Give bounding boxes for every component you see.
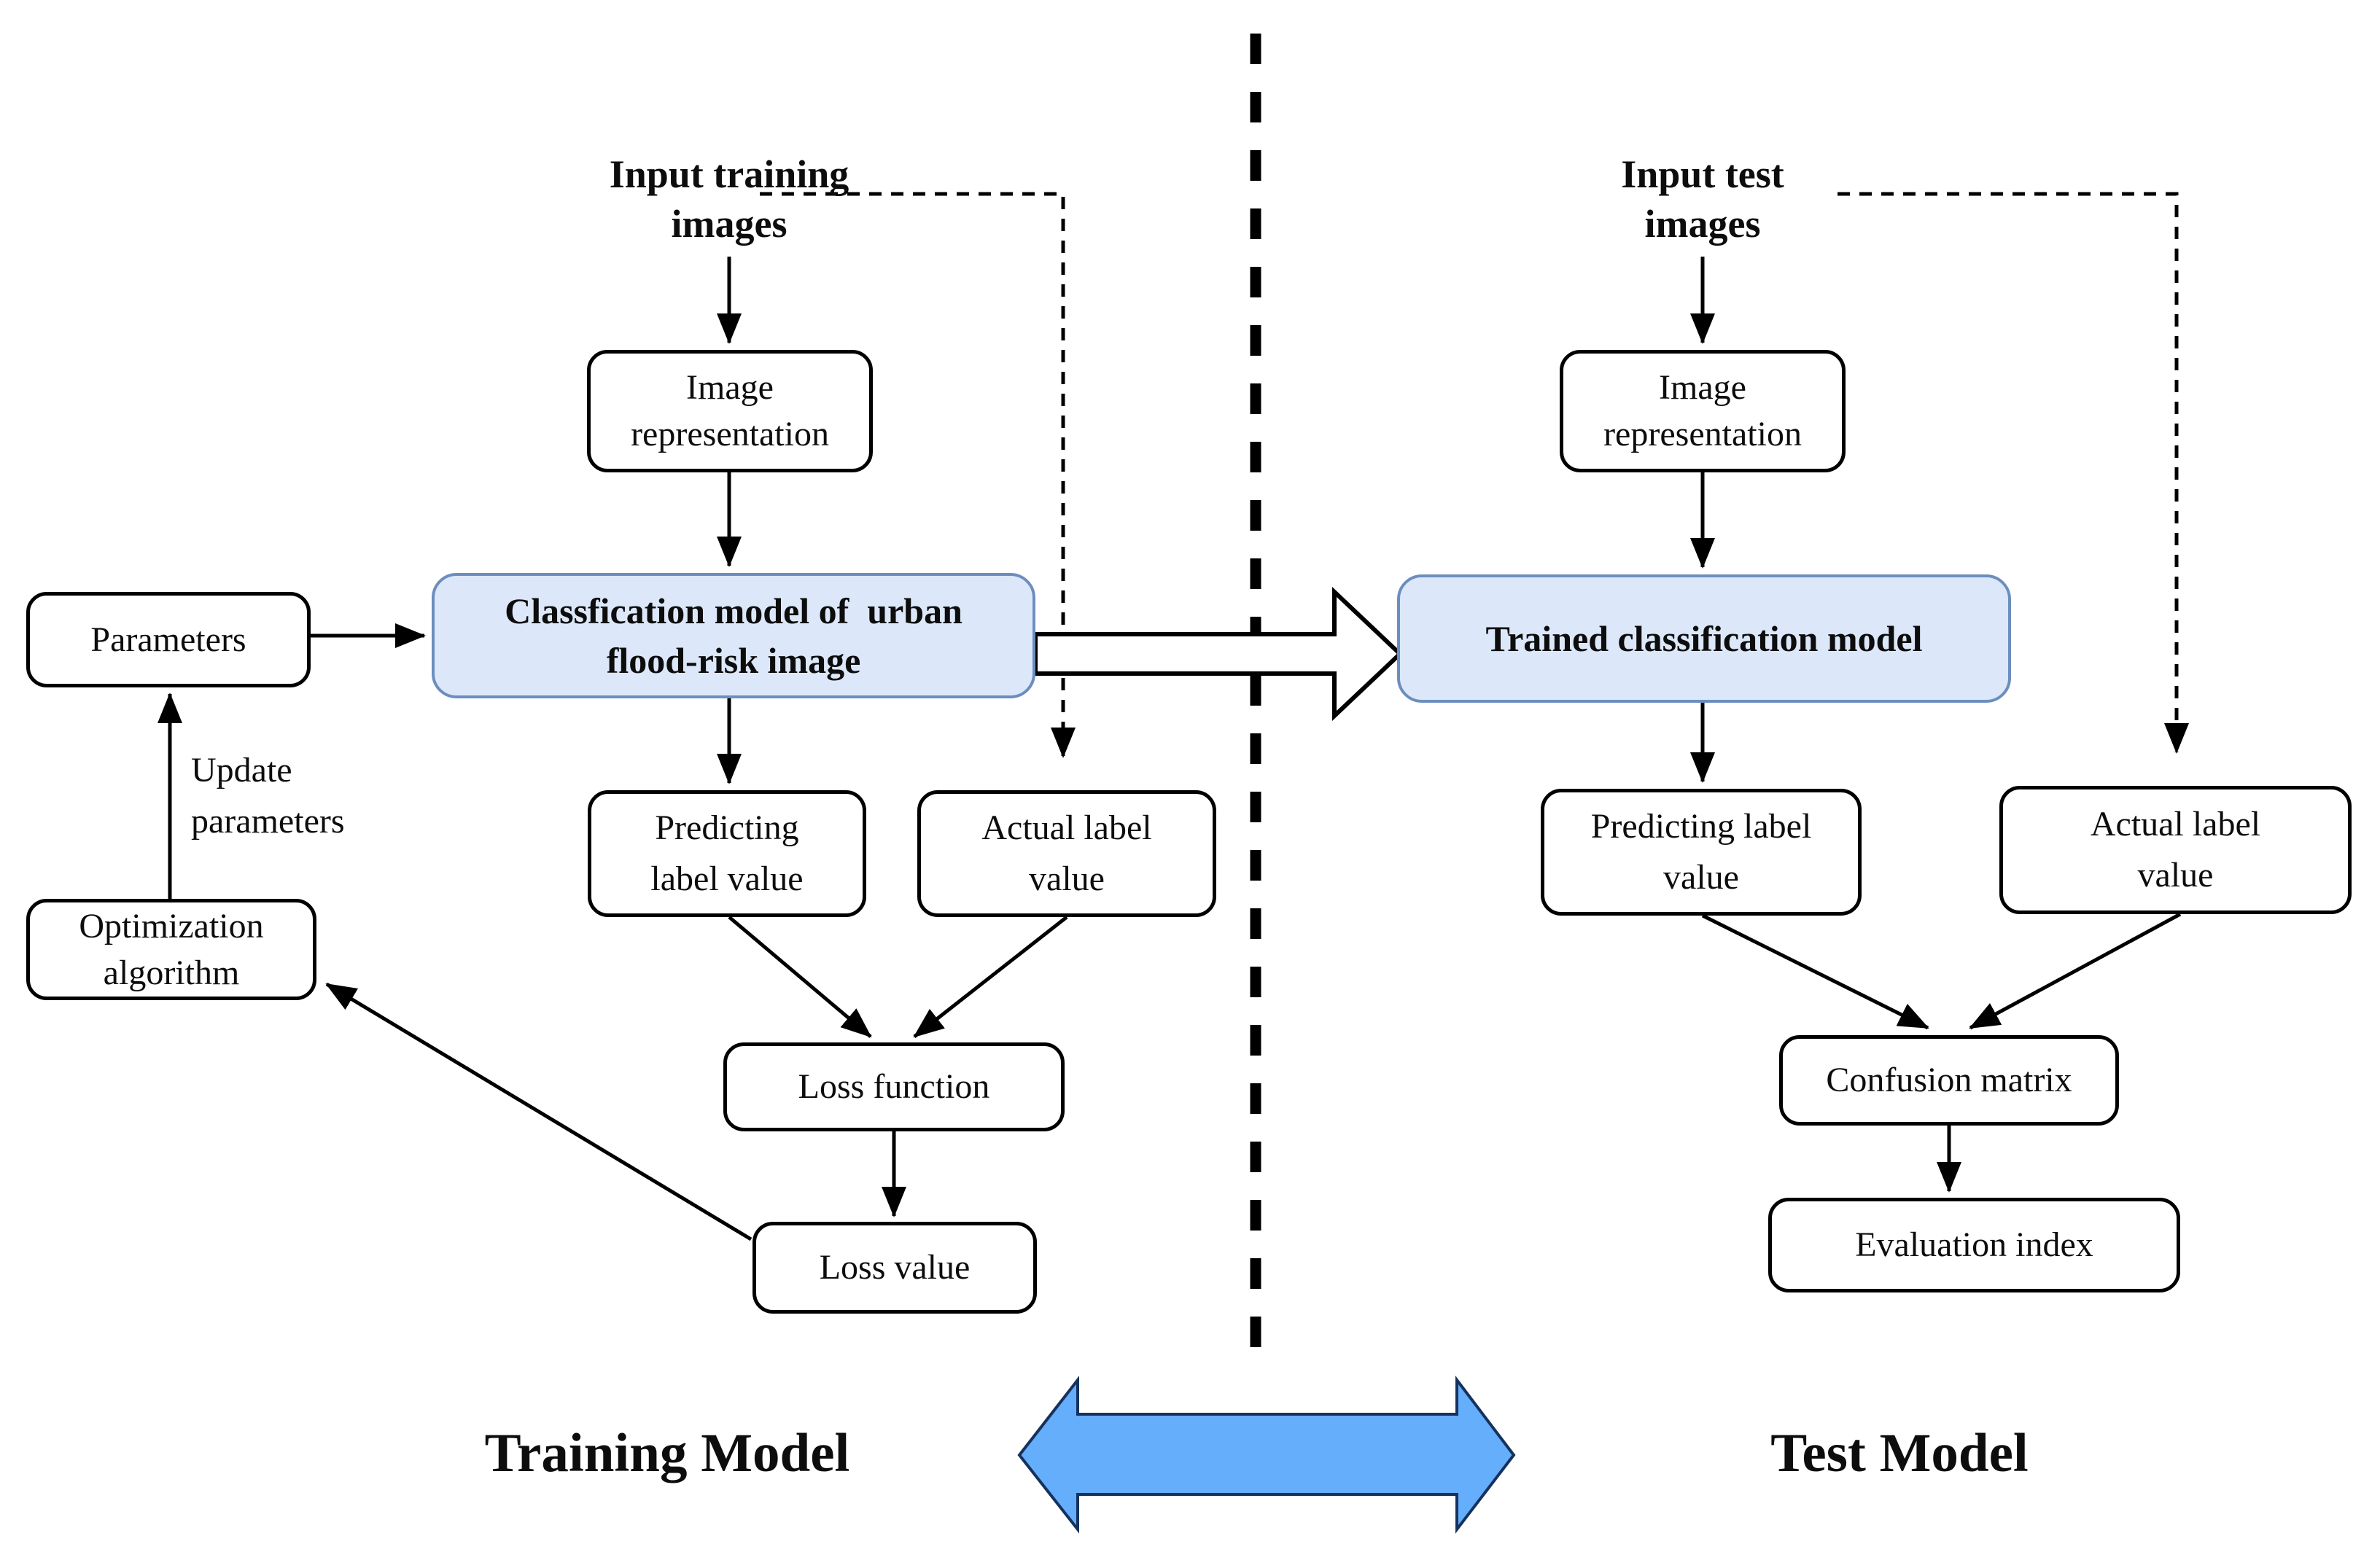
node-label-line: algorithm	[103, 953, 240, 992]
node-evaluation-index: Evaluation index	[1768, 1198, 2180, 1292]
node-label-line: representation	[631, 415, 829, 453]
node-label-line: value	[2137, 856, 2214, 894]
node-label-line: Classfication model of urban	[505, 590, 962, 631]
node-parameters: Parameters	[26, 592, 311, 687]
test-input-label-line2: images	[1644, 202, 1761, 246]
node-predicting-label-test: Predicting label value	[1541, 789, 1862, 916]
node-label-line: Image	[1659, 368, 1746, 407]
test-section-title: Test Model	[1770, 1423, 2029, 1483]
node-image-representation-test: Image representation	[1560, 350, 1846, 472]
node-label-line: Evaluation index	[1855, 1225, 2093, 1264]
arrow-actual-to-loss-function	[913, 916, 1068, 1038]
node-actual-label-test: Actual label value	[1999, 786, 2352, 914]
test-actual-label-dashed-connector	[1838, 192, 2189, 754]
node-loss-function: Loss function	[723, 1042, 1065, 1131]
arrow-loss-value-to-optimization	[325, 982, 752, 1241]
node-trained-classification-model: Trained classification model	[1397, 574, 2011, 703]
node-image-representation-training: Image representation	[587, 350, 873, 472]
node-label-line: Actual label	[981, 808, 1152, 847]
arrow-predicting-to-confusion	[1701, 913, 1929, 1030]
node-label-line: label value	[650, 859, 804, 898]
model-transfer-hollow-arrow	[1033, 587, 1404, 721]
training-input-label-line1: Input training	[609, 152, 849, 196]
node-actual-label-training: Actual label value	[917, 790, 1216, 917]
node-label-line: Trained classification model	[1485, 618, 1923, 659]
training-input-label-line2: images	[671, 202, 788, 246]
node-classification-model-training: Classfication model of urban flood-risk …	[432, 573, 1035, 698]
node-label-line: flood-risk image	[606, 640, 861, 681]
node-predicting-label-training: Predicting label value	[588, 790, 866, 917]
node-label-line: Optimization	[79, 906, 264, 945]
arrow-predicting-to-loss-function	[728, 916, 872, 1038]
node-label-line: Predicting	[655, 808, 799, 847]
node-label-line: Image	[686, 368, 774, 407]
test-input-label: Input test images	[1506, 149, 1899, 249]
node-label-line: value	[1663, 858, 1739, 897]
update-parameters-line2: parameters	[191, 802, 345, 841]
update-parameters-line1: Update	[191, 751, 292, 789]
training-test-double-arrow	[1017, 1376, 1516, 1534]
training-input-label: Input training images	[532, 149, 926, 249]
update-parameters-label: Update parameters	[191, 745, 454, 847]
training-section-title: Training Model	[484, 1423, 850, 1483]
node-label-line: Predicting label	[1590, 807, 1812, 846]
node-loss-value: Loss value	[752, 1222, 1037, 1314]
node-label-line: Loss function	[798, 1067, 990, 1106]
test-input-label-line1: Input test	[1621, 152, 1784, 196]
node-label-line: Actual label	[2090, 805, 2261, 843]
node-label-line: Parameters	[90, 620, 246, 659]
node-label-line: Confusion matrix	[1826, 1061, 2072, 1099]
node-confusion-matrix: Confusion matrix	[1779, 1035, 2119, 1126]
arrow-actual-to-confusion	[1969, 912, 2182, 1030]
node-label-line: representation	[1603, 415, 1802, 453]
node-label-line: Loss value	[819, 1248, 971, 1287]
training-actual-label-dashed-connector	[760, 192, 1076, 758]
node-optimization-algorithm: Optimization algorithm	[26, 899, 316, 1000]
node-label-line: value	[1029, 859, 1105, 898]
